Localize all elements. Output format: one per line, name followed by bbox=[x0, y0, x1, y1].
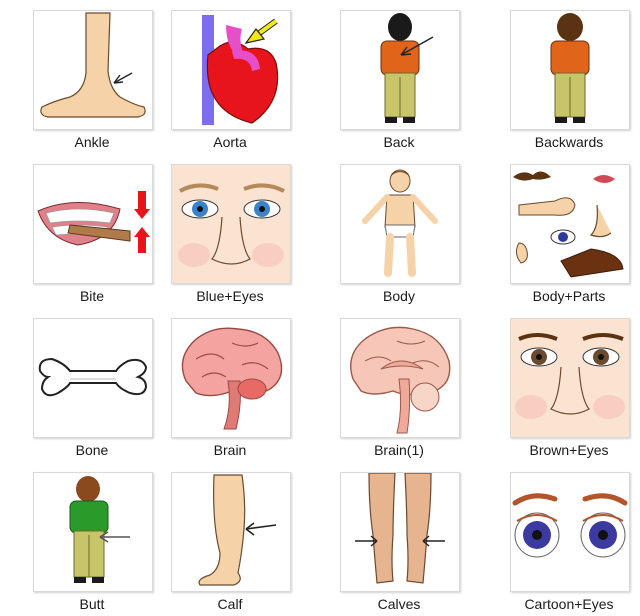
body-parts-icon bbox=[510, 164, 630, 284]
file-item-label: Bone bbox=[75, 442, 109, 458]
file-item-label: Calves bbox=[377, 596, 421, 612]
brain-section-icon bbox=[340, 318, 460, 438]
file-item-label: Backwards bbox=[534, 134, 604, 150]
brain-icon bbox=[171, 318, 291, 438]
aorta-heart-icon bbox=[171, 10, 291, 130]
file-item-label: Brown+Eyes bbox=[529, 442, 609, 458]
file-item-calves[interactable]: Calves bbox=[307, 462, 477, 616]
bite-mouth-icon bbox=[33, 164, 153, 284]
file-item-label: Blue+Eyes bbox=[196, 288, 264, 304]
file-item-label: Body+Parts bbox=[532, 288, 606, 304]
back-person-icon bbox=[340, 10, 460, 130]
file-item-cartoon-eyes[interactable]: Cartoon+Eyes bbox=[477, 462, 640, 616]
file-item-label: Ankle bbox=[74, 134, 110, 150]
bone-icon bbox=[33, 318, 153, 438]
file-item-label: Back bbox=[383, 134, 415, 150]
file-item-label: Aorta bbox=[213, 134, 247, 150]
file-item-label: Brain(1) bbox=[374, 442, 424, 458]
file-item-label: Bite bbox=[79, 288, 105, 304]
cartoon-eyes-icon bbox=[510, 472, 630, 592]
file-item-body-parts[interactable]: Body+Parts bbox=[477, 154, 640, 308]
file-item-calf[interactable]: Calf bbox=[138, 462, 308, 616]
file-item-backwards[interactable]: Backwards bbox=[477, 0, 640, 154]
calves-legs-icon bbox=[340, 472, 460, 592]
butt-person-icon bbox=[33, 472, 153, 592]
file-item-blue-eyes[interactable]: Blue+Eyes bbox=[138, 154, 308, 308]
file-item-aorta[interactable]: Aorta bbox=[138, 0, 308, 154]
file-item-label: Body bbox=[383, 288, 415, 304]
brown-eyes-face-icon bbox=[510, 318, 630, 438]
file-item-butt[interactable]: Butt bbox=[0, 462, 170, 616]
file-item-back[interactable]: Back bbox=[307, 0, 477, 154]
file-item-label: Butt bbox=[79, 596, 105, 612]
backwards-person-icon bbox=[510, 10, 630, 130]
file-item-body[interactable]: Body bbox=[307, 154, 477, 308]
file-item-ankle[interactable]: Ankle bbox=[0, 0, 170, 154]
file-item-brown-eyes[interactable]: Brown+Eyes bbox=[477, 308, 640, 462]
file-item-label: Brain bbox=[213, 442, 247, 458]
file-item-label: Cartoon+Eyes bbox=[524, 596, 614, 612]
blue-eyes-face-icon bbox=[171, 164, 291, 284]
file-item-bite[interactable]: Bite bbox=[0, 154, 170, 308]
file-item-brain[interactable]: Brain bbox=[138, 308, 308, 462]
body-figure-icon bbox=[340, 164, 460, 284]
file-item-bone[interactable]: Bone bbox=[0, 308, 170, 462]
ankle-icon bbox=[33, 10, 153, 130]
calf-leg-icon bbox=[171, 472, 291, 592]
file-item-brain-1[interactable]: Brain(1) bbox=[307, 308, 477, 462]
file-item-label: Calf bbox=[217, 596, 243, 612]
